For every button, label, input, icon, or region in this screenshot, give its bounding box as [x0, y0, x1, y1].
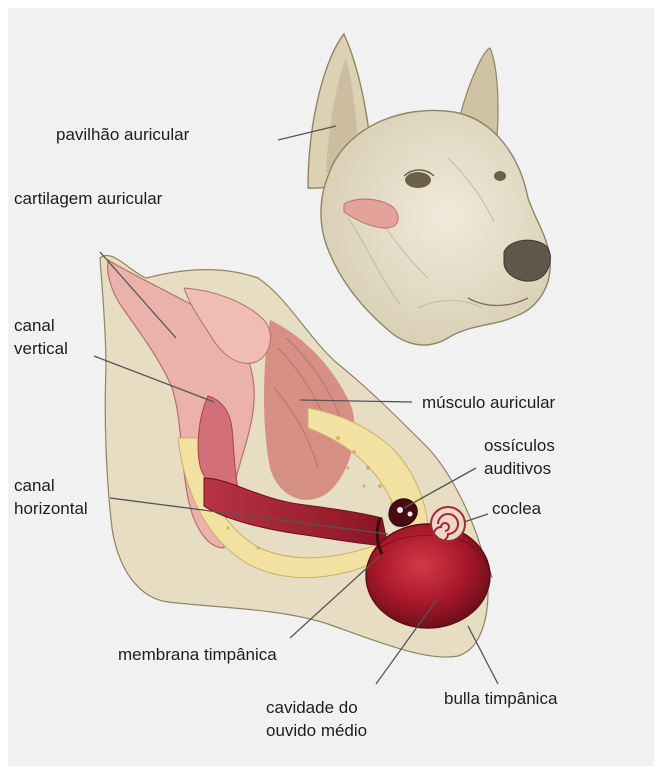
dog-head — [308, 34, 550, 345]
label-musculo-auricular: músculo auricular — [422, 392, 555, 414]
label-canal-horizontal: canal horizontal — [14, 474, 88, 520]
label-bulla-timpanica: bulla timpânica — [444, 688, 557, 710]
label-canal-horizontal-line-1: canal — [14, 474, 88, 497]
label-ossiculos-line-1: ossículos — [484, 434, 555, 457]
label-ossiculos-auditivos: ossículos auditivos — [484, 434, 555, 480]
dog-ear-anatomy-illustration — [8, 8, 654, 766]
label-membrana-timpanica: membrana timpânica — [118, 644, 277, 666]
label-canal-horizontal-line-2: horizontal — [14, 497, 88, 520]
label-cavidade-line-2: ouvido médio — [266, 719, 367, 742]
label-cavidade-line-1: cavidade do — [266, 696, 367, 719]
label-pavilhao-auricular: pavilhão auricular — [56, 124, 189, 146]
label-ossiculos-line-2: auditivos — [484, 457, 555, 480]
cochlea-drawing — [431, 507, 465, 541]
label-coclea: coclea — [492, 498, 541, 520]
label-cartilagem-auricular: cartilagem auricular — [14, 188, 162, 210]
label-canal-vertical: canal vertical — [14, 314, 68, 360]
illustration-frame: pavilhão auricular cartilagem auricular … — [8, 8, 654, 766]
label-canal-vertical-line-2: vertical — [14, 337, 68, 360]
label-cavidade-ouvido-medio: cavidade do ouvido médio — [266, 696, 367, 742]
label-canal-vertical-line-1: canal — [14, 314, 68, 337]
